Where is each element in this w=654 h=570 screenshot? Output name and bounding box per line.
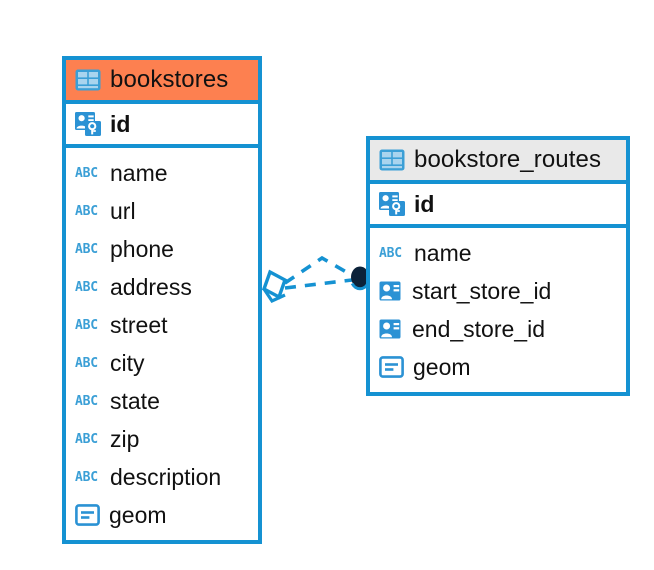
abc-string-icon: ABC <box>75 431 98 447</box>
relationship-branch-lower <box>284 278 353 290</box>
entity-header-bookstores[interactable]: bookstores <box>66 60 258 104</box>
field-label-zip: zip <box>110 425 140 452</box>
entity-bookstores[interactable]: bookstores id ABC <box>62 56 262 544</box>
entity-title-bookstores: bookstores <box>110 66 229 93</box>
relationship-branch-upper <box>283 255 356 285</box>
entity-title-bookstore-routes: bookstore_routes <box>414 146 602 173</box>
abc-string-icon: ABC <box>75 279 98 295</box>
foreign-key-icon <box>379 318 403 340</box>
entity-bookstore-routes[interactable]: bookstore_routes id ABC <box>366 136 630 396</box>
field-label-id: id <box>110 110 131 137</box>
abc-string-icon: ABC <box>75 241 98 257</box>
geometry-icon <box>379 356 404 378</box>
field-row-zip[interactable]: ABC zip <box>66 420 258 458</box>
field-row-street[interactable]: ABC street <box>66 306 258 344</box>
field-row-address[interactable]: ABC address <box>66 268 258 306</box>
field-row-url[interactable]: ABC url <box>66 192 258 230</box>
field-row-end-store-id[interactable]: end_store_id <box>370 310 626 348</box>
field-row-state[interactable]: ABC state <box>66 382 258 420</box>
field-label-description: description <box>110 463 222 490</box>
abc-string-icon: ABC <box>75 203 98 219</box>
table-icon <box>379 149 405 171</box>
field-label-geom: geom <box>413 353 471 380</box>
field-label-url: url <box>110 197 136 224</box>
abc-string-icon: ABC <box>75 469 98 485</box>
field-row-name[interactable]: ABC name <box>370 234 626 272</box>
field-label-state: state <box>110 387 160 414</box>
geometry-icon <box>75 504 100 526</box>
attribute-list-bookstore-routes: ABC name start_store_id <box>370 228 626 392</box>
field-label-id: id <box>414 190 435 217</box>
field-row-primary-key[interactable]: id <box>66 104 258 148</box>
field-label-name: name <box>414 239 472 266</box>
field-label-geom: geom <box>109 501 167 528</box>
field-label-street: street <box>110 311 168 338</box>
abc-string-icon: ABC <box>379 245 402 261</box>
field-row-description[interactable]: ABC description <box>66 458 258 496</box>
abc-string-icon: ABC <box>75 165 98 181</box>
field-row-city[interactable]: ABC city <box>66 344 258 382</box>
abc-string-icon: ABC <box>75 393 98 409</box>
attribute-list-bookstores: ABC name ABC url ABC phone ABC address A… <box>66 148 258 540</box>
field-label-name: name <box>110 159 168 186</box>
field-label-start-store-id: start_store_id <box>412 277 552 304</box>
abc-string-icon: ABC <box>75 317 98 333</box>
field-row-start-store-id[interactable]: start_store_id <box>370 272 626 310</box>
field-row-phone[interactable]: ABC phone <box>66 230 258 268</box>
abc-string-icon: ABC <box>75 355 98 371</box>
field-label-phone: phone <box>110 235 174 262</box>
field-label-city: city <box>110 349 145 376</box>
foreign-key-icon <box>379 280 403 302</box>
field-row-name[interactable]: ABC name <box>66 154 258 192</box>
field-row-geom[interactable]: geom <box>66 496 258 534</box>
table-icon <box>75 69 101 91</box>
primary-key-badge-icon <box>379 192 405 216</box>
field-label-address: address <box>110 273 192 300</box>
entity-header-bookstore-routes[interactable]: bookstore_routes <box>370 140 626 184</box>
field-row-primary-key[interactable]: id <box>370 184 626 228</box>
field-row-geom[interactable]: geom <box>370 348 626 386</box>
rhombus-marker-icon <box>261 269 288 304</box>
primary-key-badge-icon <box>75 112 101 136</box>
field-label-end-store-id: end_store_id <box>412 315 545 342</box>
